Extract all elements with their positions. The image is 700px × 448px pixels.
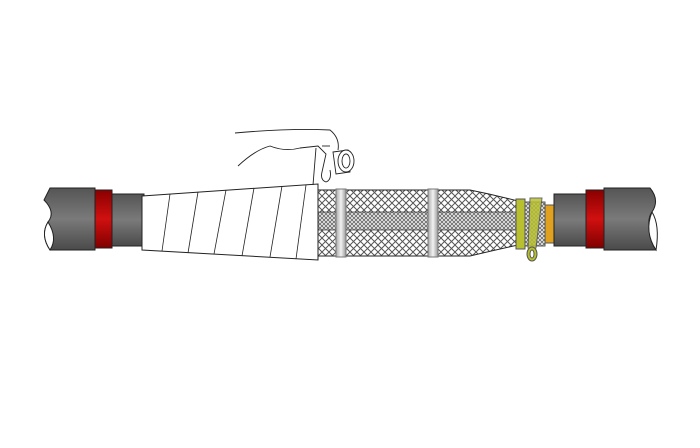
left-red-tape: [94, 189, 113, 249]
right-red-tape: [585, 189, 605, 249]
binding-band: [427, 188, 439, 258]
insulating-tape-wrap: [141, 183, 319, 261]
binding-band: [335, 188, 347, 258]
left-cable-end: [43, 187, 145, 251]
braided-screen: [299, 188, 519, 258]
right-cable-end: [553, 187, 658, 252]
earth-clamp: [515, 197, 555, 262]
hand-icon: [234, 128, 339, 186]
copper-connector: [544, 204, 555, 244]
tape-roll-icon: [332, 149, 355, 175]
